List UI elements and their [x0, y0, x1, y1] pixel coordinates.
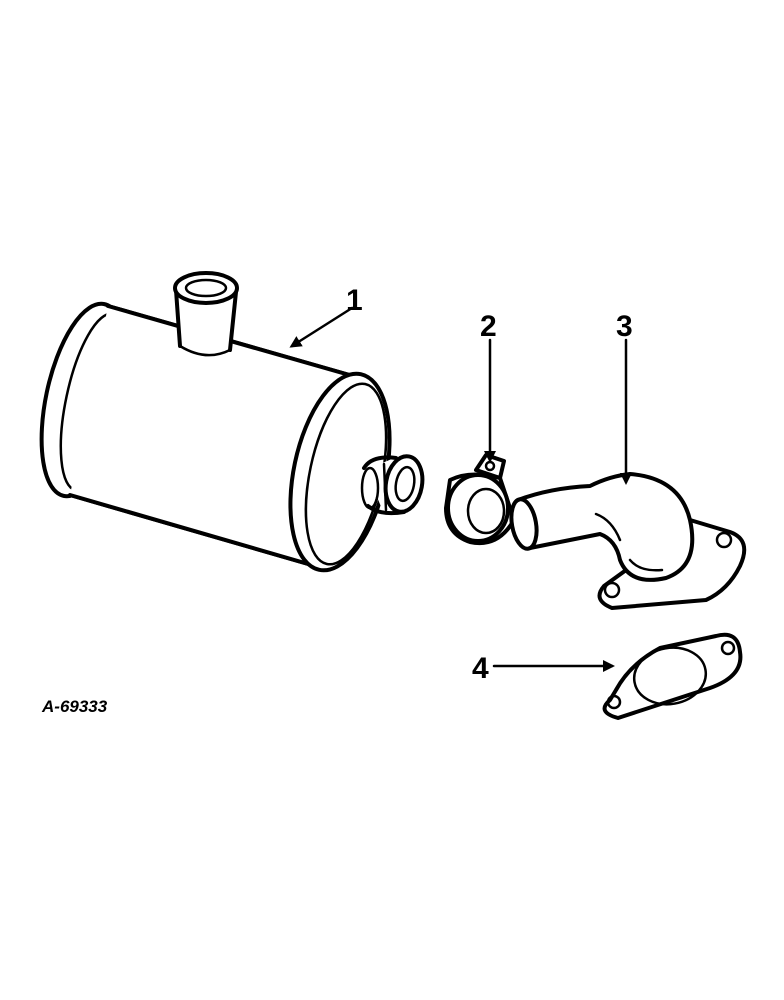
callout-3-label: 3	[616, 310, 633, 343]
exhaust-elbow-part	[509, 472, 747, 610]
callout-2-label: 2	[480, 310, 497, 343]
callout-4-label: 4	[472, 652, 489, 685]
reference-code: A-69333	[41, 697, 108, 716]
callout-1-label: 1	[346, 284, 363, 317]
muffler-part	[39, 271, 425, 573]
callout-leaders	[289, 306, 632, 672]
clamp-part	[444, 453, 516, 545]
gasket-part	[602, 632, 743, 720]
callout-1-leader	[289, 306, 354, 348]
